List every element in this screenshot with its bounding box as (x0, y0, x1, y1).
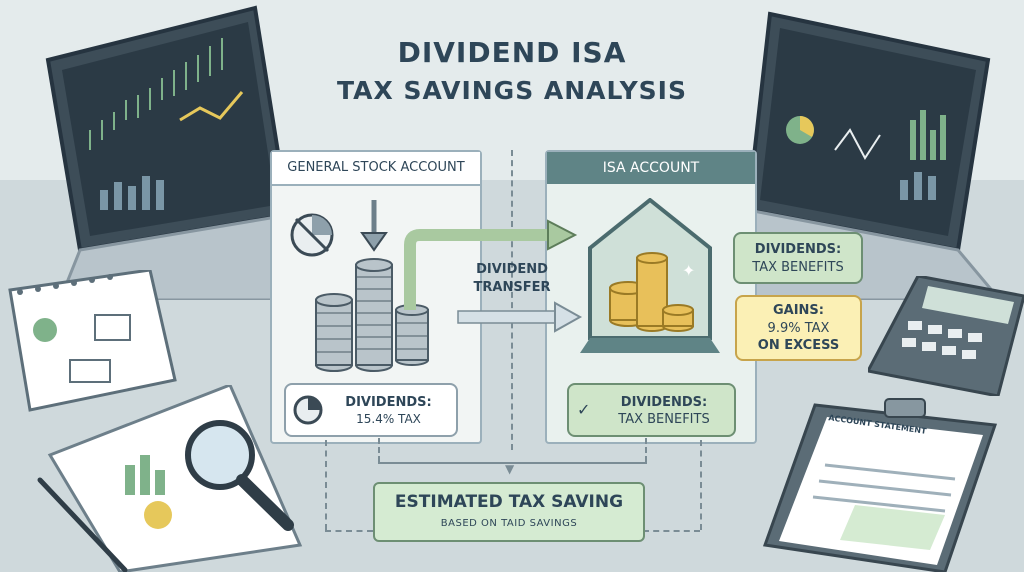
isa-dividends-label: DIVIDENDS: (620, 395, 708, 410)
callout-gains-label: GAINS: (772, 303, 824, 318)
dashed-guide-left (325, 440, 327, 530)
callout-gains-rate: 9.9% TAX (767, 321, 830, 336)
transfer-label-line1: DIVIDEND (476, 262, 548, 277)
gold-coins-icon (609, 252, 694, 332)
dashed-guide-right-h (643, 530, 700, 532)
isa-dividends-box: ✓ DIVIDENDS: TAX BENEFITS (567, 383, 736, 437)
general-dividends-label: DIVIDENDS: (345, 395, 432, 410)
dashed-guide-right (700, 440, 702, 530)
isa-account-header: ISA ACCOUNT (547, 152, 755, 184)
transfer-label-line2: TRANSFER (473, 280, 551, 295)
checkmark-icon: ✓ (577, 400, 591, 419)
gains-tax-callout: GAINS: 9.9% TAX ON EXCESS (735, 295, 862, 361)
laptop-left-illustration (45, 5, 310, 300)
notebook-illustration (8, 270, 177, 412)
lower-arrow (457, 310, 559, 324)
center-divider (511, 150, 513, 450)
connector-left (378, 438, 380, 462)
report-papers-illustration (37, 385, 303, 572)
connector-right (645, 438, 647, 462)
clipboard-illustration (762, 398, 998, 572)
calculator-illustration (868, 276, 1024, 396)
upper-arrow (404, 229, 550, 310)
transfer-arrows (404, 219, 583, 333)
general-dividends-tax: 15.4% TAX (356, 412, 421, 426)
callout-dividends-label: DIVIDENDS: (754, 242, 842, 257)
isa-vault-illustration: ✦ (580, 198, 720, 353)
page-title-line2: TAX SAVINGS ANALYSIS (337, 76, 687, 105)
estimated-tax-saving-box: ESTIMATED TAX SAVING BASED ON TAID SAVIN… (373, 482, 645, 542)
dashed-guide-left-h (325, 530, 373, 532)
connector-arrow-icon: ▼ (505, 462, 515, 476)
general-stock-account-header: GENERAL STOCK ACCOUNT (272, 152, 480, 186)
laptop-right-illustration (740, 11, 1002, 300)
page-title-line1: DIVIDEND ISA (397, 36, 627, 69)
sparkle-icon: ✦ (682, 261, 695, 280)
isa-dividends-benefit: TAX BENEFITS (618, 412, 710, 427)
dividends-tax-benefits-callout: DIVIDENDS: TAX BENEFITS (733, 232, 863, 284)
callout-dividends-benefit: TAX BENEFITS (752, 260, 844, 275)
callout-gains-excess: ON EXCESS (757, 338, 840, 353)
result-title: ESTIMATED TAX SAVING (394, 492, 624, 512)
general-dividends-box: DIVIDENDS: 15.4% TAX (284, 383, 458, 437)
pie-chart-icon (293, 395, 323, 425)
result-subtitle: BASED ON TAID SAVINGS (440, 518, 578, 529)
connector-join (378, 462, 647, 464)
